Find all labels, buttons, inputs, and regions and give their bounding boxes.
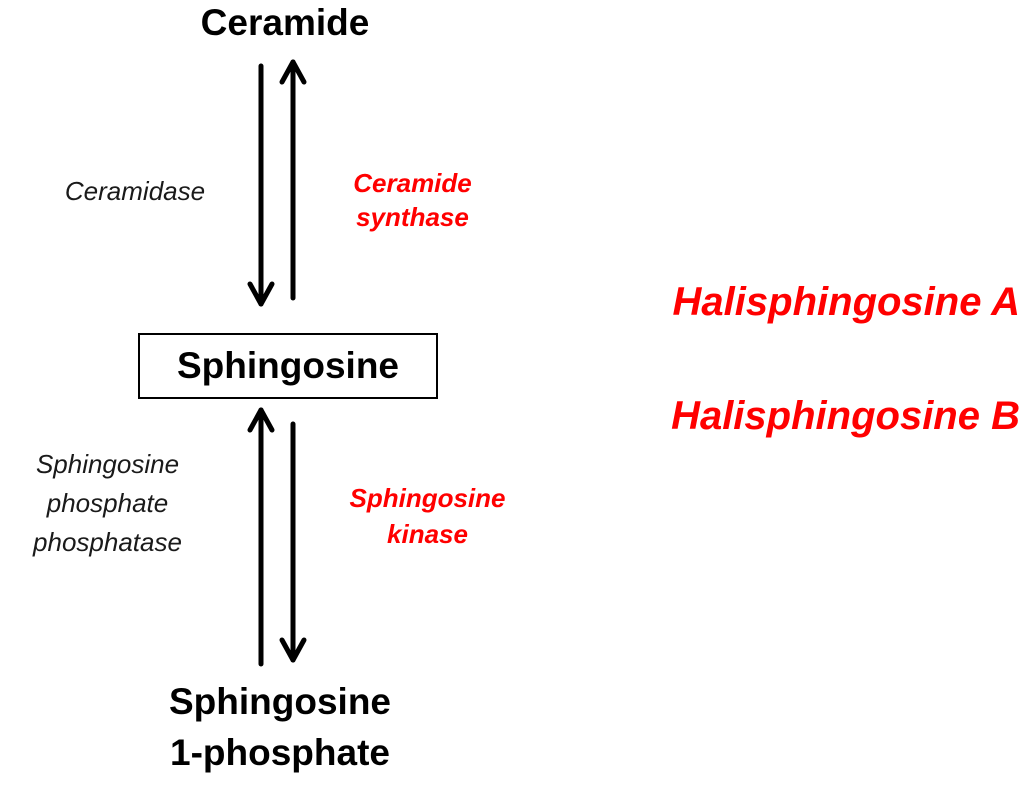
- spp-line2: phosphate: [46, 488, 169, 518]
- sphingosine-node-box: Sphingosine: [138, 333, 438, 399]
- sphingosine-1-phosphate-node: Sphingosine 1-phosphate: [125, 676, 435, 778]
- ceramide-synthase-line1: Ceramide: [353, 168, 472, 198]
- ceramide-synthase-arrow-up: [279, 59, 307, 301]
- ceramidase-arrow-down: [247, 63, 275, 307]
- spp-arrow-up: [247, 407, 275, 667]
- sphingosine-node-label: Sphingosine: [177, 345, 399, 386]
- ceramide-synthase-label: Ceramide synthase: [320, 167, 505, 235]
- sphingosine-kinase-line1: Sphingosine: [349, 483, 506, 513]
- ceramidase-label: Ceramidase: [30, 176, 240, 207]
- sphingosine-phosphate-phosphatase-label: Sphingosine phosphate phosphatase: [0, 445, 215, 562]
- ceramide-synthase-line2: synthase: [356, 201, 469, 232]
- halisphingosine-a-label: Halisphingosine A: [672, 280, 1020, 324]
- ceramidase-text: Ceramidase: [64, 176, 206, 206]
- ceramide-node: Ceramide: [200, 2, 370, 43]
- sphingosine-kinase-line2: kinase: [387, 519, 468, 550]
- s1p-label-line2: 1-phosphate: [170, 732, 390, 773]
- spp-line3: phosphatase: [33, 527, 182, 557]
- sphingosine-kinase-label: Sphingosine kinase: [310, 480, 545, 553]
- sphingosine-kinase-arrow-down: [279, 421, 307, 663]
- spp-line1: Sphingosine: [35, 449, 180, 479]
- halisphingosine-b-label: Halisphingosine B: [671, 394, 1020, 438]
- s1p-label-line1: Sphingosine: [169, 681, 391, 722]
